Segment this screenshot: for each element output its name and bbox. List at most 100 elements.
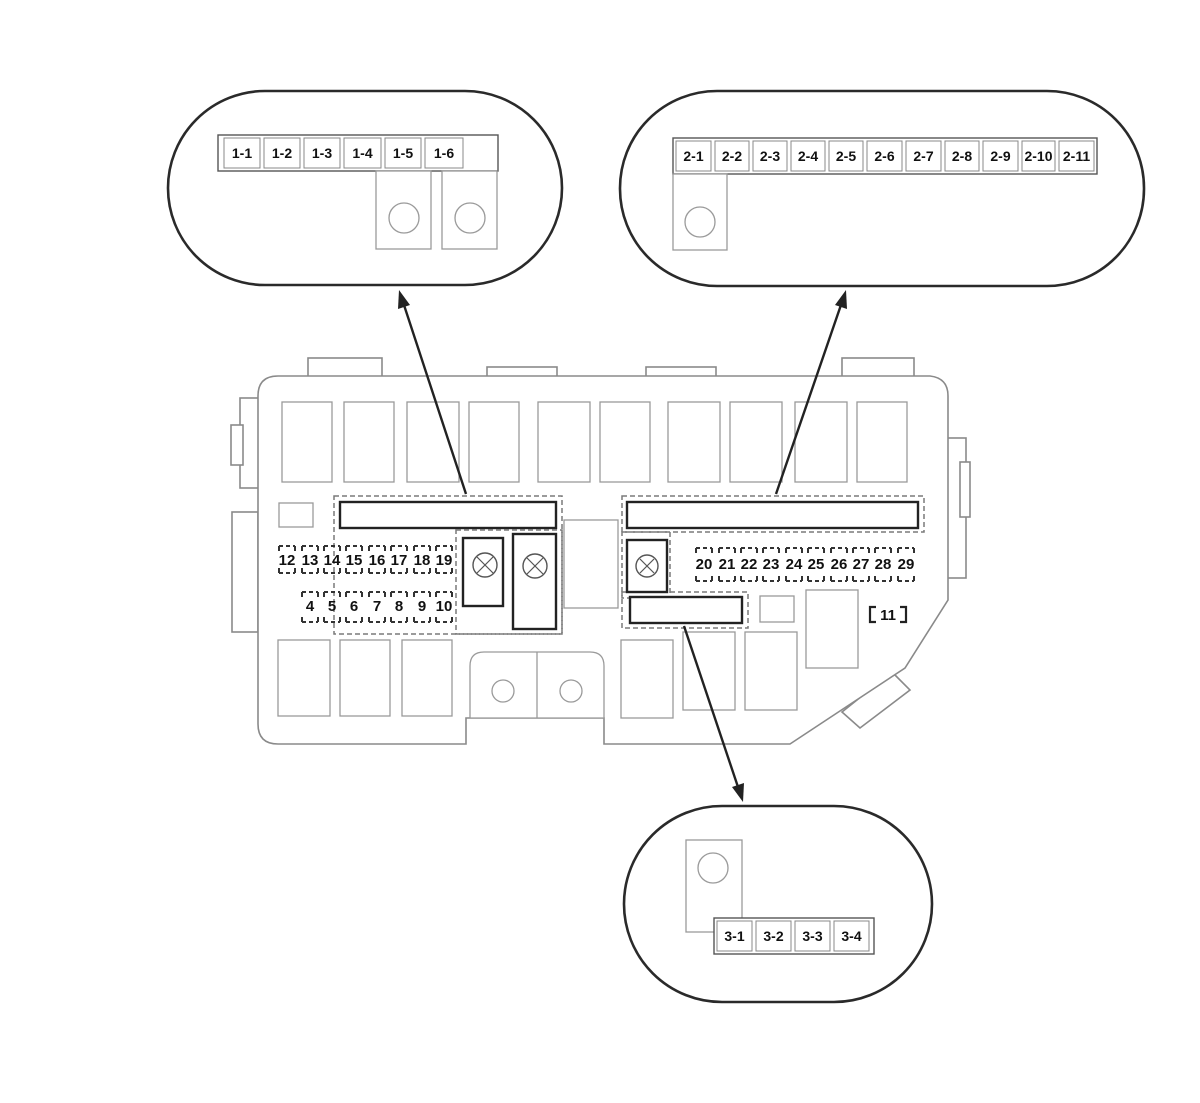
fuse-slot-27: 27 [852,547,870,582]
fuse-slot-19: 19 [435,545,453,574]
fuse-label-27: 27 [853,556,870,573]
fuse-slot-23: 23 [762,547,780,582]
callout-2-cell [1058,140,1095,172]
fuse-section-2 [621,495,925,629]
fuse-label-24: 24 [786,556,803,573]
fuse-11: 11 [868,605,908,624]
callout-1-label: 1-2 [272,145,292,161]
fuse-label-12: 12 [279,552,296,569]
fuse-label-20: 20 [696,556,713,573]
fuse-label-23: 23 [763,556,780,573]
fuse-label-19: 19 [436,552,453,569]
relay-block [805,589,859,669]
fuse-label-16: 16 [369,552,386,569]
callout-1-label: 1-1 [232,145,252,161]
fuse-label-10: 10 [436,598,453,615]
fuse-slot-14: 14 [323,545,341,574]
callout-2-cell [1021,140,1056,172]
callout-2-label: 2-6 [874,148,894,164]
fuse-slot-13: 13 [301,545,319,574]
fuse-slot-8: 8 [390,591,408,623]
fuse-slot-7: 7 [368,591,386,623]
callout-3-cell [794,920,831,952]
fuse-label-13: 13 [302,552,319,569]
callout-3-label: 3-3 [802,928,822,944]
fuse-slot-18: 18 [413,545,431,574]
callout-2-cell [905,140,942,172]
fuse-label-17: 17 [391,552,408,569]
callout-1-cell [263,137,301,169]
fuse-slot-25: 25 [807,547,825,582]
fuse-slot-12: 12 [278,545,296,574]
callout-2-cell [982,140,1019,172]
callout-2-label: 2-4 [798,148,818,164]
callout-2-cell [790,140,826,172]
callout-2-label: 2-9 [990,148,1010,164]
callout-2-label: 2-3 [760,148,780,164]
relay-row-top [281,401,908,483]
callout-1-label: 1-6 [434,145,454,161]
fuse-slot-10: 10 [435,591,453,623]
fuse-section-1 [333,495,563,635]
callout-1-cell [303,137,341,169]
bolt-terminal [511,532,558,631]
fuse-slot-9: 9 [413,591,431,623]
callout-1-cell [424,137,464,169]
fuse-slot-6: 6 [345,591,363,623]
callout-3-cell [716,920,753,952]
relay-row-bottom [277,631,798,719]
callout-2-label: 2-7 [913,148,933,164]
callout-1-label: 1-5 [393,145,413,161]
bolt-block [469,651,605,719]
fuse-strip-3 [628,595,744,625]
fuse-slot-21: 21 [718,547,736,582]
callout-3-label: 3-1 [724,928,744,944]
fuse-label-15: 15 [346,552,363,569]
callout-2-label: 2-10 [1024,148,1052,164]
fuse-label-14: 14 [324,552,341,569]
callout-2-label: 2-2 [722,148,742,164]
callout-2-cell [752,140,788,172]
bolt-terminal [625,538,669,594]
fuse-label-25: 25 [808,556,825,573]
small-block [759,595,795,623]
callout-3-label: 3-4 [841,928,861,944]
callout-3: 3-1 3-2 3-3 3-4 [622,804,934,1004]
fuse-slot-22: 22 [740,547,758,582]
fuse-label-28: 28 [875,556,892,573]
fuse-strip-1 [338,500,558,530]
fuse-label-9: 9 [418,598,426,615]
fuse-label-6: 6 [350,598,358,615]
fuse-slot-26: 26 [830,547,848,582]
fuse-slot-16: 16 [368,545,386,574]
callout-3-cell [833,920,870,952]
fuse-label-18: 18 [414,552,431,569]
fuse-slot-28: 28 [874,547,892,582]
fuse-strip-2 [625,500,920,530]
fuse-label-8: 8 [395,598,403,615]
fuse-label-22: 22 [741,556,758,573]
callout-2-label: 2-5 [836,148,856,164]
fuse-label-26: 26 [831,556,848,573]
callout-3-label: 3-2 [763,928,783,944]
fuse-slot-24: 24 [785,547,803,582]
small-block [278,502,314,528]
fuse-slot-20: 20 [695,547,713,582]
fuse-label-5: 5 [328,598,336,615]
fuse-label-7: 7 [373,598,381,615]
fuse-label-4: 4 [306,598,315,615]
callout-2-label: 2-1 [683,148,703,164]
callout-2-cell [944,140,980,172]
callout-1-label: 1-3 [312,145,332,161]
callout-2-cell [828,140,864,172]
fuse-slot-17: 17 [390,545,408,574]
fuse-slot-4: 4 [301,591,319,623]
callout-3-cell [755,920,792,952]
callout-1-cell [223,137,261,169]
fuse-label-29: 29 [898,556,915,573]
fuse-slot-29: 29 [897,547,915,582]
